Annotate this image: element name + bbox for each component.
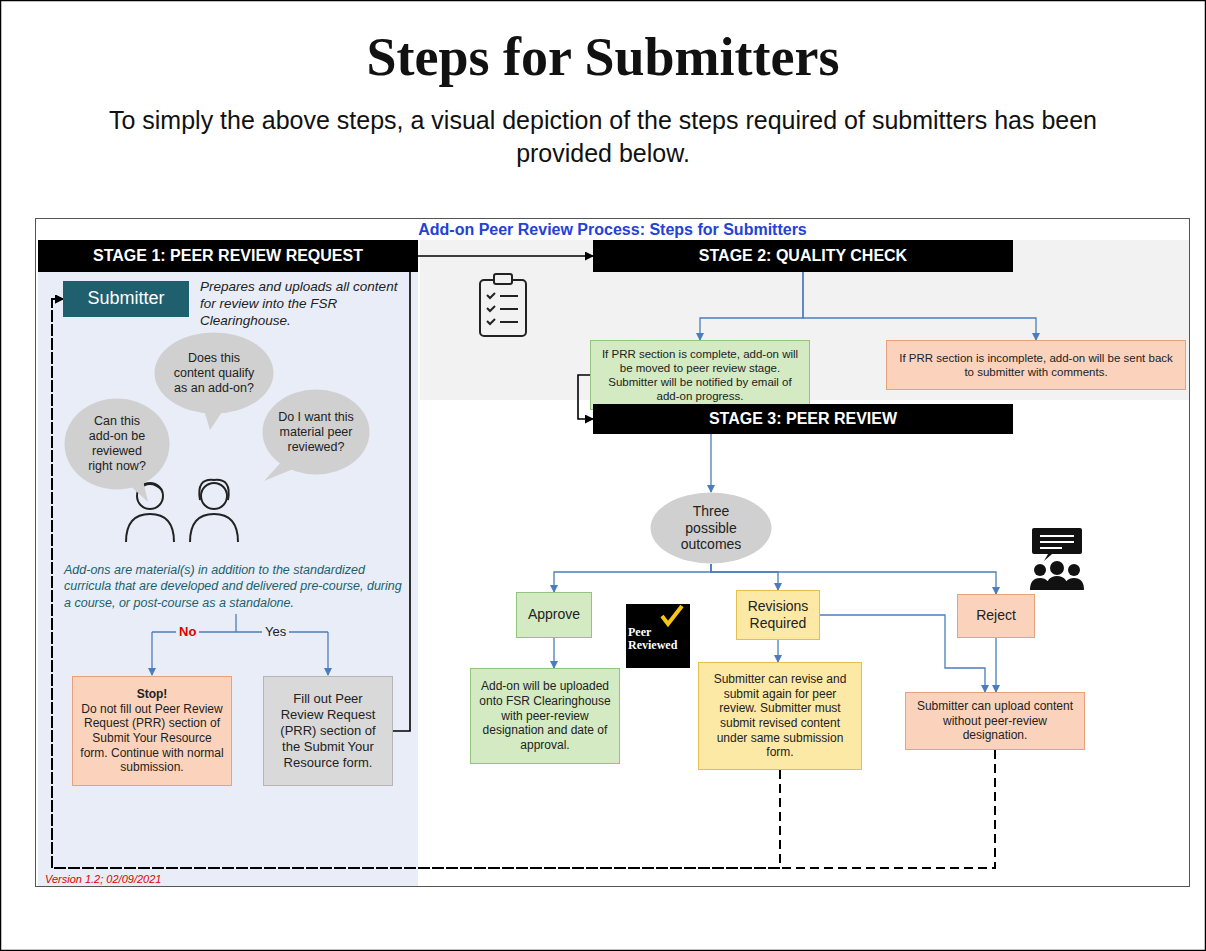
- process-box: Submitter can upload content without pee…: [905, 692, 1085, 750]
- box-text: Revisions Required: [744, 598, 812, 632]
- process-box: Approve: [516, 592, 592, 638]
- branch-label: Yes: [262, 624, 289, 639]
- meeting-icon: [1030, 528, 1084, 590]
- box-text: Reject: [976, 607, 1016, 624]
- process-box: Submitter can revise and submit again fo…: [698, 662, 862, 770]
- stage-header-bar: STAGE 1: PEER REVIEW REQUEST: [38, 240, 418, 272]
- stage-heading: STAGE 3: PEER REVIEW: [709, 410, 897, 428]
- process-box: If PRR section is incomplete, add-on wil…: [886, 340, 1186, 390]
- process-box: Reject: [957, 594, 1035, 638]
- box-text: Submitter can upload content without pee…: [913, 699, 1077, 743]
- bubble-text: Three possible outcomes: [669, 503, 754, 553]
- ellipse-outline: [65, 399, 170, 490]
- ellipse-outline: [263, 390, 370, 475]
- box-text: Fill out Peer Review Request (PRR) secti…: [271, 691, 385, 770]
- box-text: Submitter can revise and submit again fo…: [706, 672, 854, 760]
- badge-text: Peer Reviewed: [628, 626, 676, 651]
- version-note: Version 1.2; 02/09/2021: [45, 873, 161, 885]
- stage-panel: STAGE 2: QUALITY CHECK If PRR section is …: [420, 240, 1189, 400]
- box-text: If PRR section is complete, add-on will …: [598, 347, 802, 403]
- ellipse-outline: [651, 493, 772, 564]
- box-text: Do not fill out Peer Review Request (PRR…: [80, 702, 224, 775]
- process-box: If PRR section is complete, add-on will …: [590, 340, 810, 410]
- page-title: Steps for Submitters: [0, 26, 1206, 88]
- stage-header-bar: STAGE 3: PEER REVIEW: [593, 404, 1013, 434]
- box-text: Approve: [528, 606, 580, 623]
- stage-header-bar: STAGE 2: QUALITY CHECK: [593, 240, 1013, 272]
- bubble-text: Does this content qualify as an add-on?: [172, 351, 256, 396]
- connector: [711, 564, 778, 590]
- process-box: Stop!Do not fill out Peer Review Request…: [72, 676, 232, 786]
- connector: [393, 256, 593, 731]
- connector: [554, 564, 711, 592]
- bubble-text: Can this add-on be reviewed right now?: [80, 414, 154, 474]
- process-box: Fill out Peer Review Request (PRR) secti…: [263, 676, 393, 786]
- stage-heading: STAGE 1: PEER REVIEW REQUEST: [93, 247, 363, 265]
- decision-branch: [152, 614, 328, 675]
- speech-bubble: Can this add-on be reviewed right now?: [64, 398, 170, 490]
- ellipse-outline: [155, 333, 274, 414]
- peer-reviewed-badge: [626, 604, 690, 668]
- note-text: Prepares and uploads all content for rev…: [200, 279, 412, 330]
- outcome-ellipse: Three possible outcomes: [650, 492, 772, 564]
- process-box: Add-on will be uploaded onto FSR Clearin…: [470, 668, 620, 764]
- process-box: Revisions Required: [736, 590, 820, 640]
- box-text: Submitter: [87, 288, 164, 310]
- connector: [700, 272, 803, 340]
- connector: [803, 272, 1036, 340]
- stage-heading: STAGE 2: QUALITY CHECK: [699, 247, 907, 265]
- speech-bubble: Do I want this material peer reviewed?: [262, 389, 370, 475]
- clipboard-icon: [480, 274, 526, 336]
- box-text: If PRR section is incomplete, add-on wil…: [894, 351, 1178, 379]
- connector: [553, 638, 554, 668]
- branch-label: No: [176, 624, 199, 639]
- box-text: Add-on will be uploaded onto FSR Clearin…: [478, 679, 612, 752]
- actor-box: Submitter: [63, 281, 189, 317]
- connector: [52, 299, 995, 868]
- figure-heading: Add-on Peer Review Process: Steps for Su…: [35, 221, 1190, 239]
- connector: [995, 638, 996, 692]
- box-heading: Stop!: [137, 687, 168, 702]
- speech-bubble: Does this content qualify as an add-on?: [154, 332, 274, 414]
- stage-1-ground: [38, 240, 418, 886]
- bubble-text: Do I want this material peer reviewed?: [278, 410, 354, 455]
- page-caption: To simply the above steps, a visual depi…: [90, 104, 1116, 170]
- connector: [777, 640, 778, 662]
- figure-frame: [36, 219, 1190, 887]
- connector: [710, 434, 711, 492]
- definition-note: Add-ons are material(s) in addition to t…: [64, 562, 410, 611]
